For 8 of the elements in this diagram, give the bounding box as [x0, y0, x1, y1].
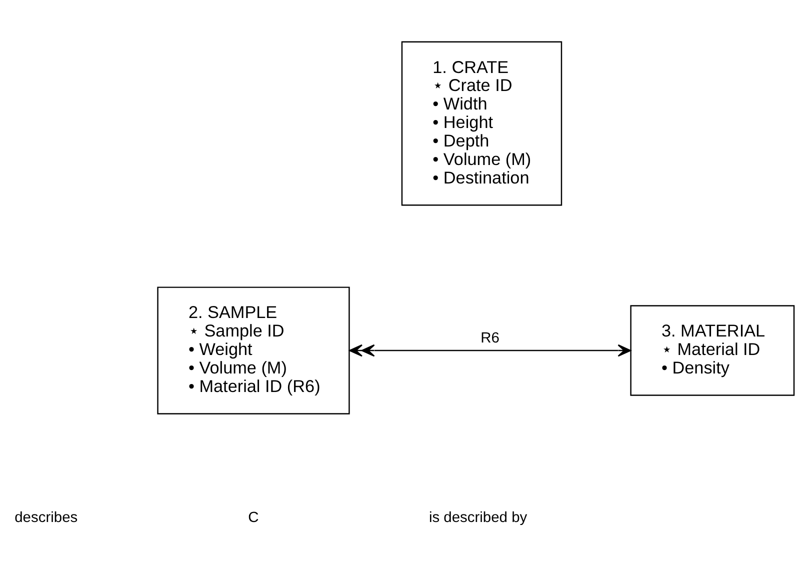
- node-box: 3. MATERIAL ⋆ Material ID • Density: [630, 304, 795, 396]
- arrow: [349, 344, 632, 356]
- label: is described by: [428, 509, 528, 526]
- node-box: 1. CRATE ⋆ Crate ID • Width • Height • Depth • Volume (M) • Destination: [401, 40, 562, 206]
- node-box: 2. SAMPLE ⋆ Sample ID • Weight • Volume (M) • Material ID (R6): [157, 286, 350, 414]
- label: C: [248, 509, 259, 526]
- edge-label: R6: [480, 330, 500, 346]
- label: describes: [14, 509, 78, 526]
